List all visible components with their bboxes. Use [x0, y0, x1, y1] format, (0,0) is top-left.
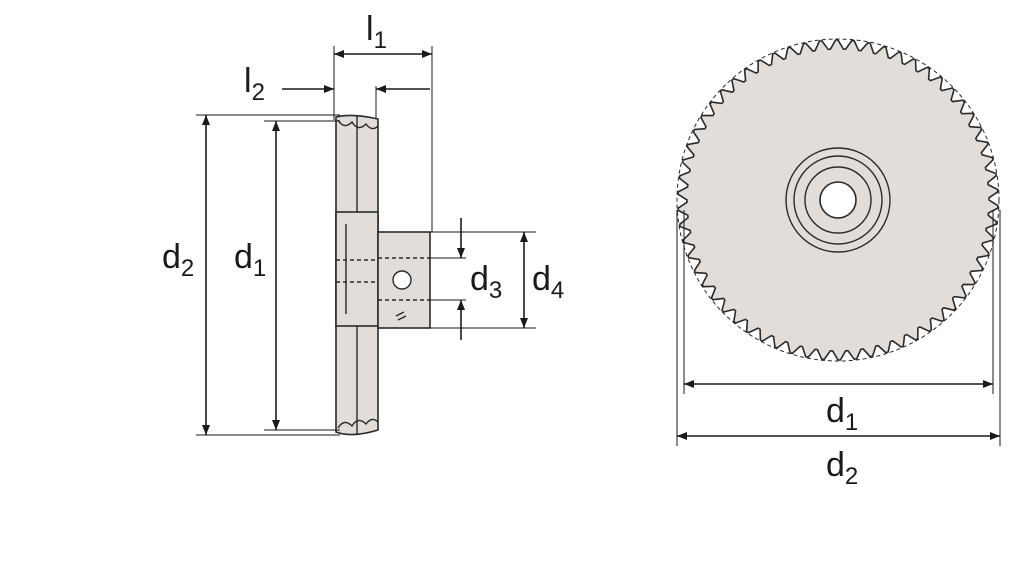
- tip-circle: [676, 38, 1000, 362]
- front-view: d1 d2: [676, 38, 1001, 490]
- label-front-d1: d1: [826, 392, 858, 436]
- label-front-d2: d2: [826, 446, 858, 490]
- rim-teeth-bottom: [337, 418, 379, 429]
- label-l2: l2: [244, 62, 265, 106]
- hub-outer-circle: [785, 147, 891, 253]
- set-screw-mark: [395, 311, 407, 321]
- label-d4: d4: [532, 260, 564, 304]
- label-d3: d3: [470, 260, 502, 304]
- hub-middle-circle: [793, 155, 883, 245]
- gear-web: [335, 211, 379, 327]
- label-side-d2: d2: [162, 238, 194, 282]
- hub-inner-circle: [804, 166, 872, 234]
- rim-teeth-top: [337, 119, 379, 130]
- label-l1: l1: [366, 10, 387, 54]
- label-side-d1: d1: [234, 238, 266, 282]
- bore-hole: [819, 181, 857, 219]
- side-view: l1 l2 d2 d1 d3 d4: [162, 10, 564, 436]
- set-screw-hole: [392, 270, 412, 290]
